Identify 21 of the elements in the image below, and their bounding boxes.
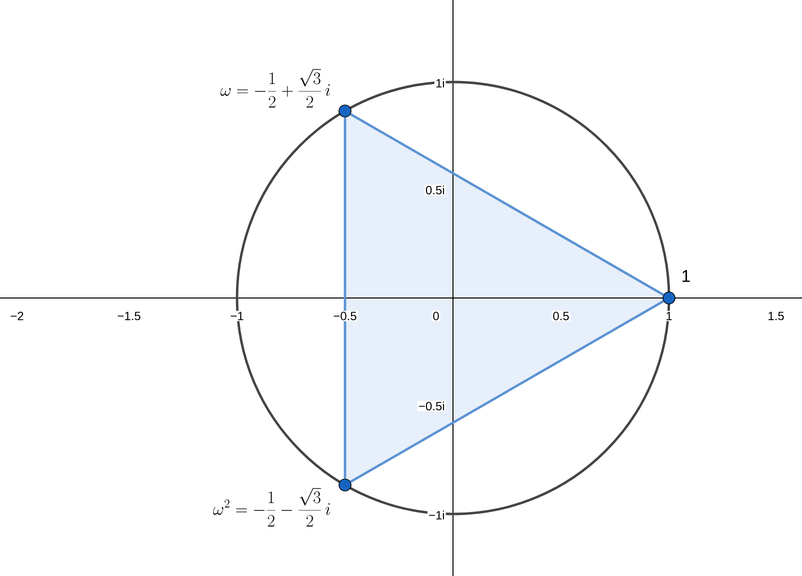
- tick-label: −2: [9, 310, 25, 322]
- point-formula: $\omega^2 = -\frac{1}{2} - \frac{\sqrt{3}}{2}\,i$: [213, 488, 330, 527]
- tick-label: −1i: [427, 510, 446, 520]
- tick-label: 0.5: [552, 310, 570, 322]
- triangle-side: [350, 113, 664, 296]
- tick-label: 1: [664, 310, 674, 322]
- tick-label: 0: [432, 310, 440, 322]
- triangle-side: [350, 300, 664, 483]
- point: [338, 104, 352, 118]
- point: [662, 292, 676, 304]
- tick-label: 1i: [434, 78, 446, 88]
- point: [338, 478, 352, 492]
- tick-label: −1.5: [116, 310, 142, 322]
- point-label: 1: [682, 270, 690, 282]
- tick-label: −1: [229, 310, 245, 322]
- tick-label: 0.5i: [424, 184, 446, 196]
- point-formula: $\omega = -\frac{1}{2} + \frac{\sqrt{3}}{2}\,i$: [220, 69, 330, 108]
- tick-label: −0.5: [332, 310, 358, 322]
- triangle-side: [344, 117, 346, 479]
- tick-label: 1.5: [766, 310, 786, 322]
- tick-label: −0.5i: [417, 400, 446, 412]
